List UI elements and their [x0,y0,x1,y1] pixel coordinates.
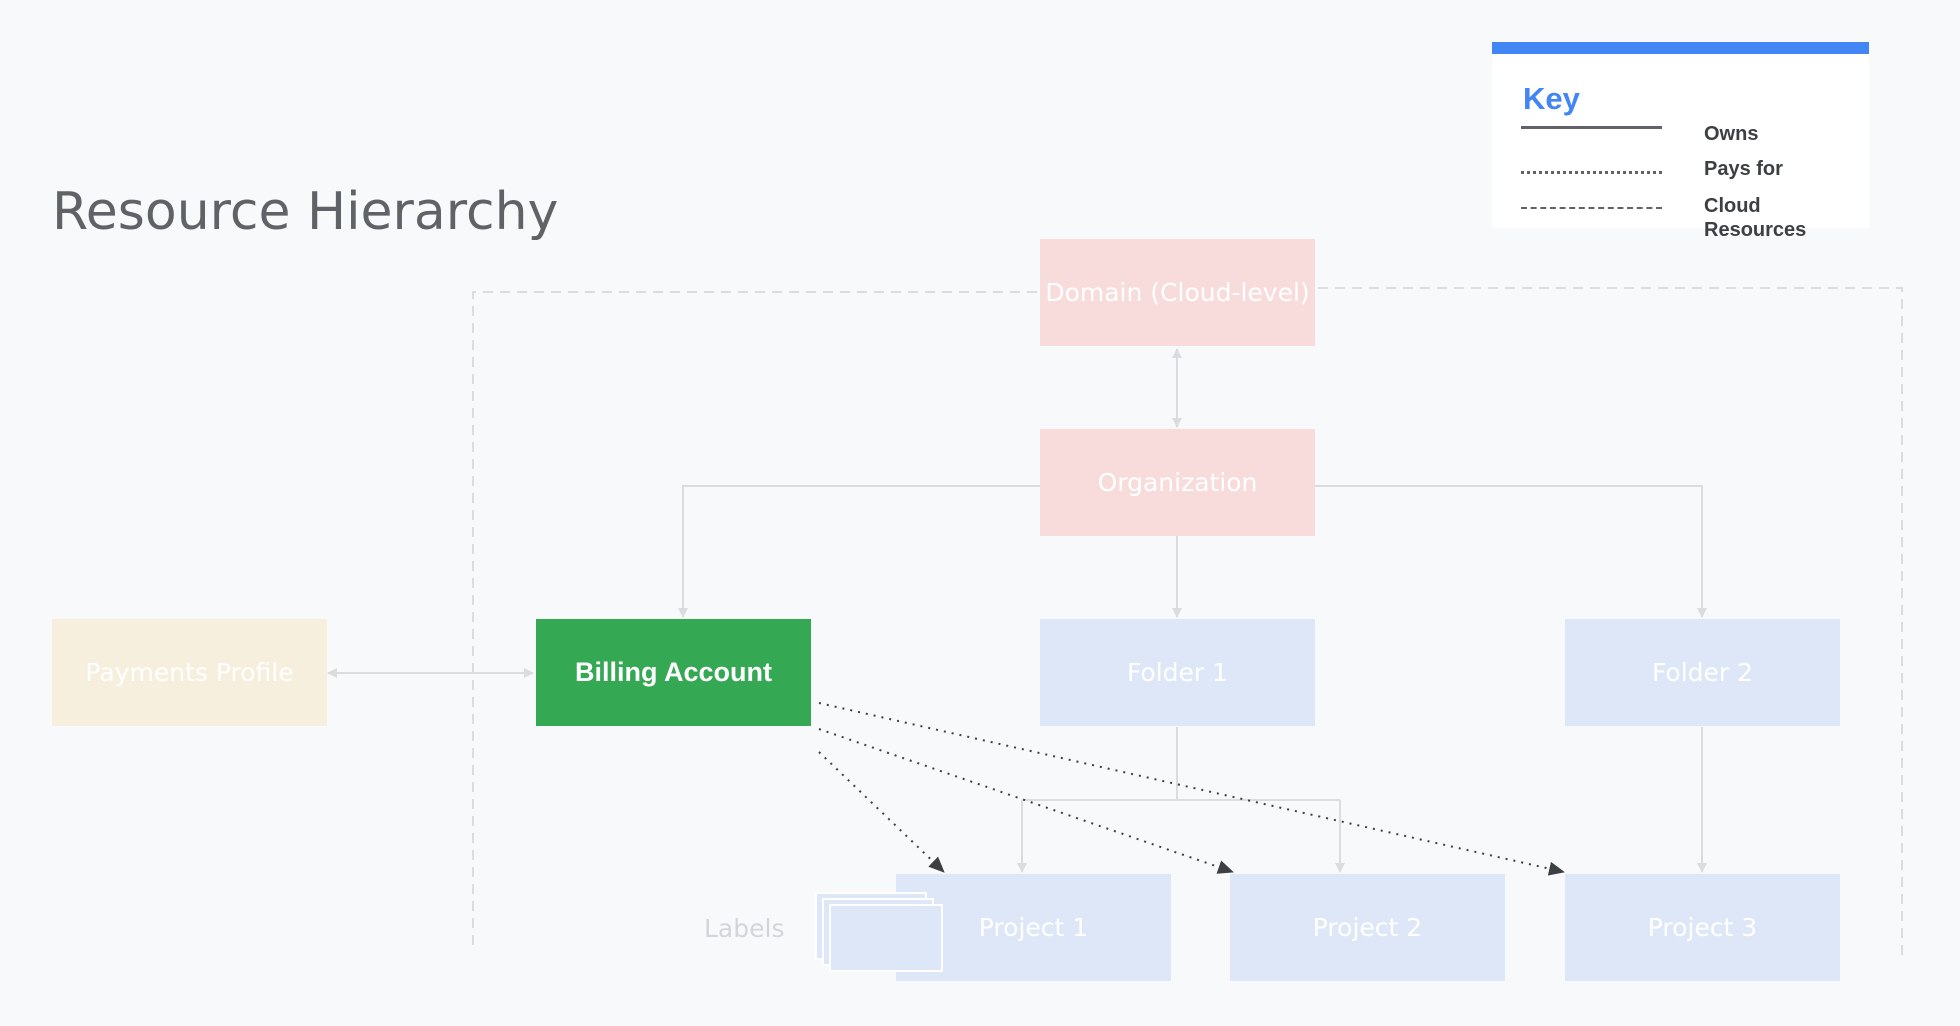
labels-text: Labels [704,914,785,943]
billing-project1-payment [818,751,945,873]
org-folder2-connector [1315,485,1707,618]
organization-node: Organization [1040,429,1315,536]
folder-1-node: Folder 1 [1040,619,1315,726]
cloud-resources-boundary [472,287,1903,960]
project-2-node: Project 2 [1230,874,1505,981]
folder1-projects-connector [1022,727,1340,801]
billing-project3-payment [818,702,1565,876]
project-3-node: Project 3 [1565,874,1840,981]
key-cloud-resources-label-line1: Cloud [1704,195,1761,217]
key-cloud-resources-label-line2: Resources [1704,219,1807,241]
org-billing-connector [678,485,1040,618]
label-card-front [829,904,943,972]
key-legend: Key Owns Pays for Cloud Resources [1492,42,1869,241]
payments-profile-node: Payments Profile [52,619,327,726]
key-owns-label: Owns [1704,123,1759,145]
domain-node: Domain (Cloud-level) [1040,239,1315,346]
folder-2-node: Folder 2 [1565,619,1840,726]
key-title: Key [1523,81,1580,116]
billing-project2-payment [818,728,1234,874]
cloud-resources-line-sample [1521,207,1662,209]
pays-for-line-sample [1521,171,1662,174]
page-title: Resource Hierarchy [52,182,559,242]
owns-line-sample [1521,126,1662,129]
key-pays-for-label: Pays for [1704,158,1783,180]
billing-account-node: Billing Account [536,619,811,726]
